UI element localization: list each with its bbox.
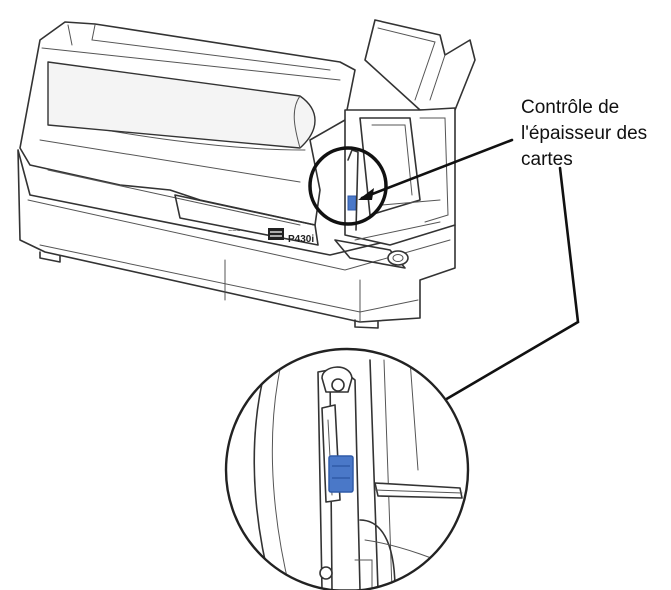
printer-illustration: ~~~ ~ P430i	[17, 19, 476, 329]
printer-open-door	[364, 19, 476, 111]
printer-base	[17, 149, 456, 323]
magnified-circle-border	[224, 347, 470, 590]
zebra-logo-icon	[268, 228, 284, 240]
callout-arrow-upper	[358, 138, 514, 200]
printer-small-text: ~~~ ~	[228, 228, 246, 235]
printer-model-label: P430i	[288, 234, 314, 245]
callout-label: Contrôle de l'épaisseur des cartes	[521, 95, 647, 173]
magnified-detail	[226, 349, 468, 590]
thickness-lever-magnified	[328, 455, 354, 493]
thickness-lever-small	[347, 195, 357, 211]
callout-line-1: Contrôle de	[521, 97, 620, 118]
callout-line-3: cartes	[521, 149, 573, 170]
power-button	[387, 250, 409, 266]
callout-line-2: l'épaisseur des	[521, 123, 648, 144]
highlight-circle-small	[308, 146, 388, 226]
